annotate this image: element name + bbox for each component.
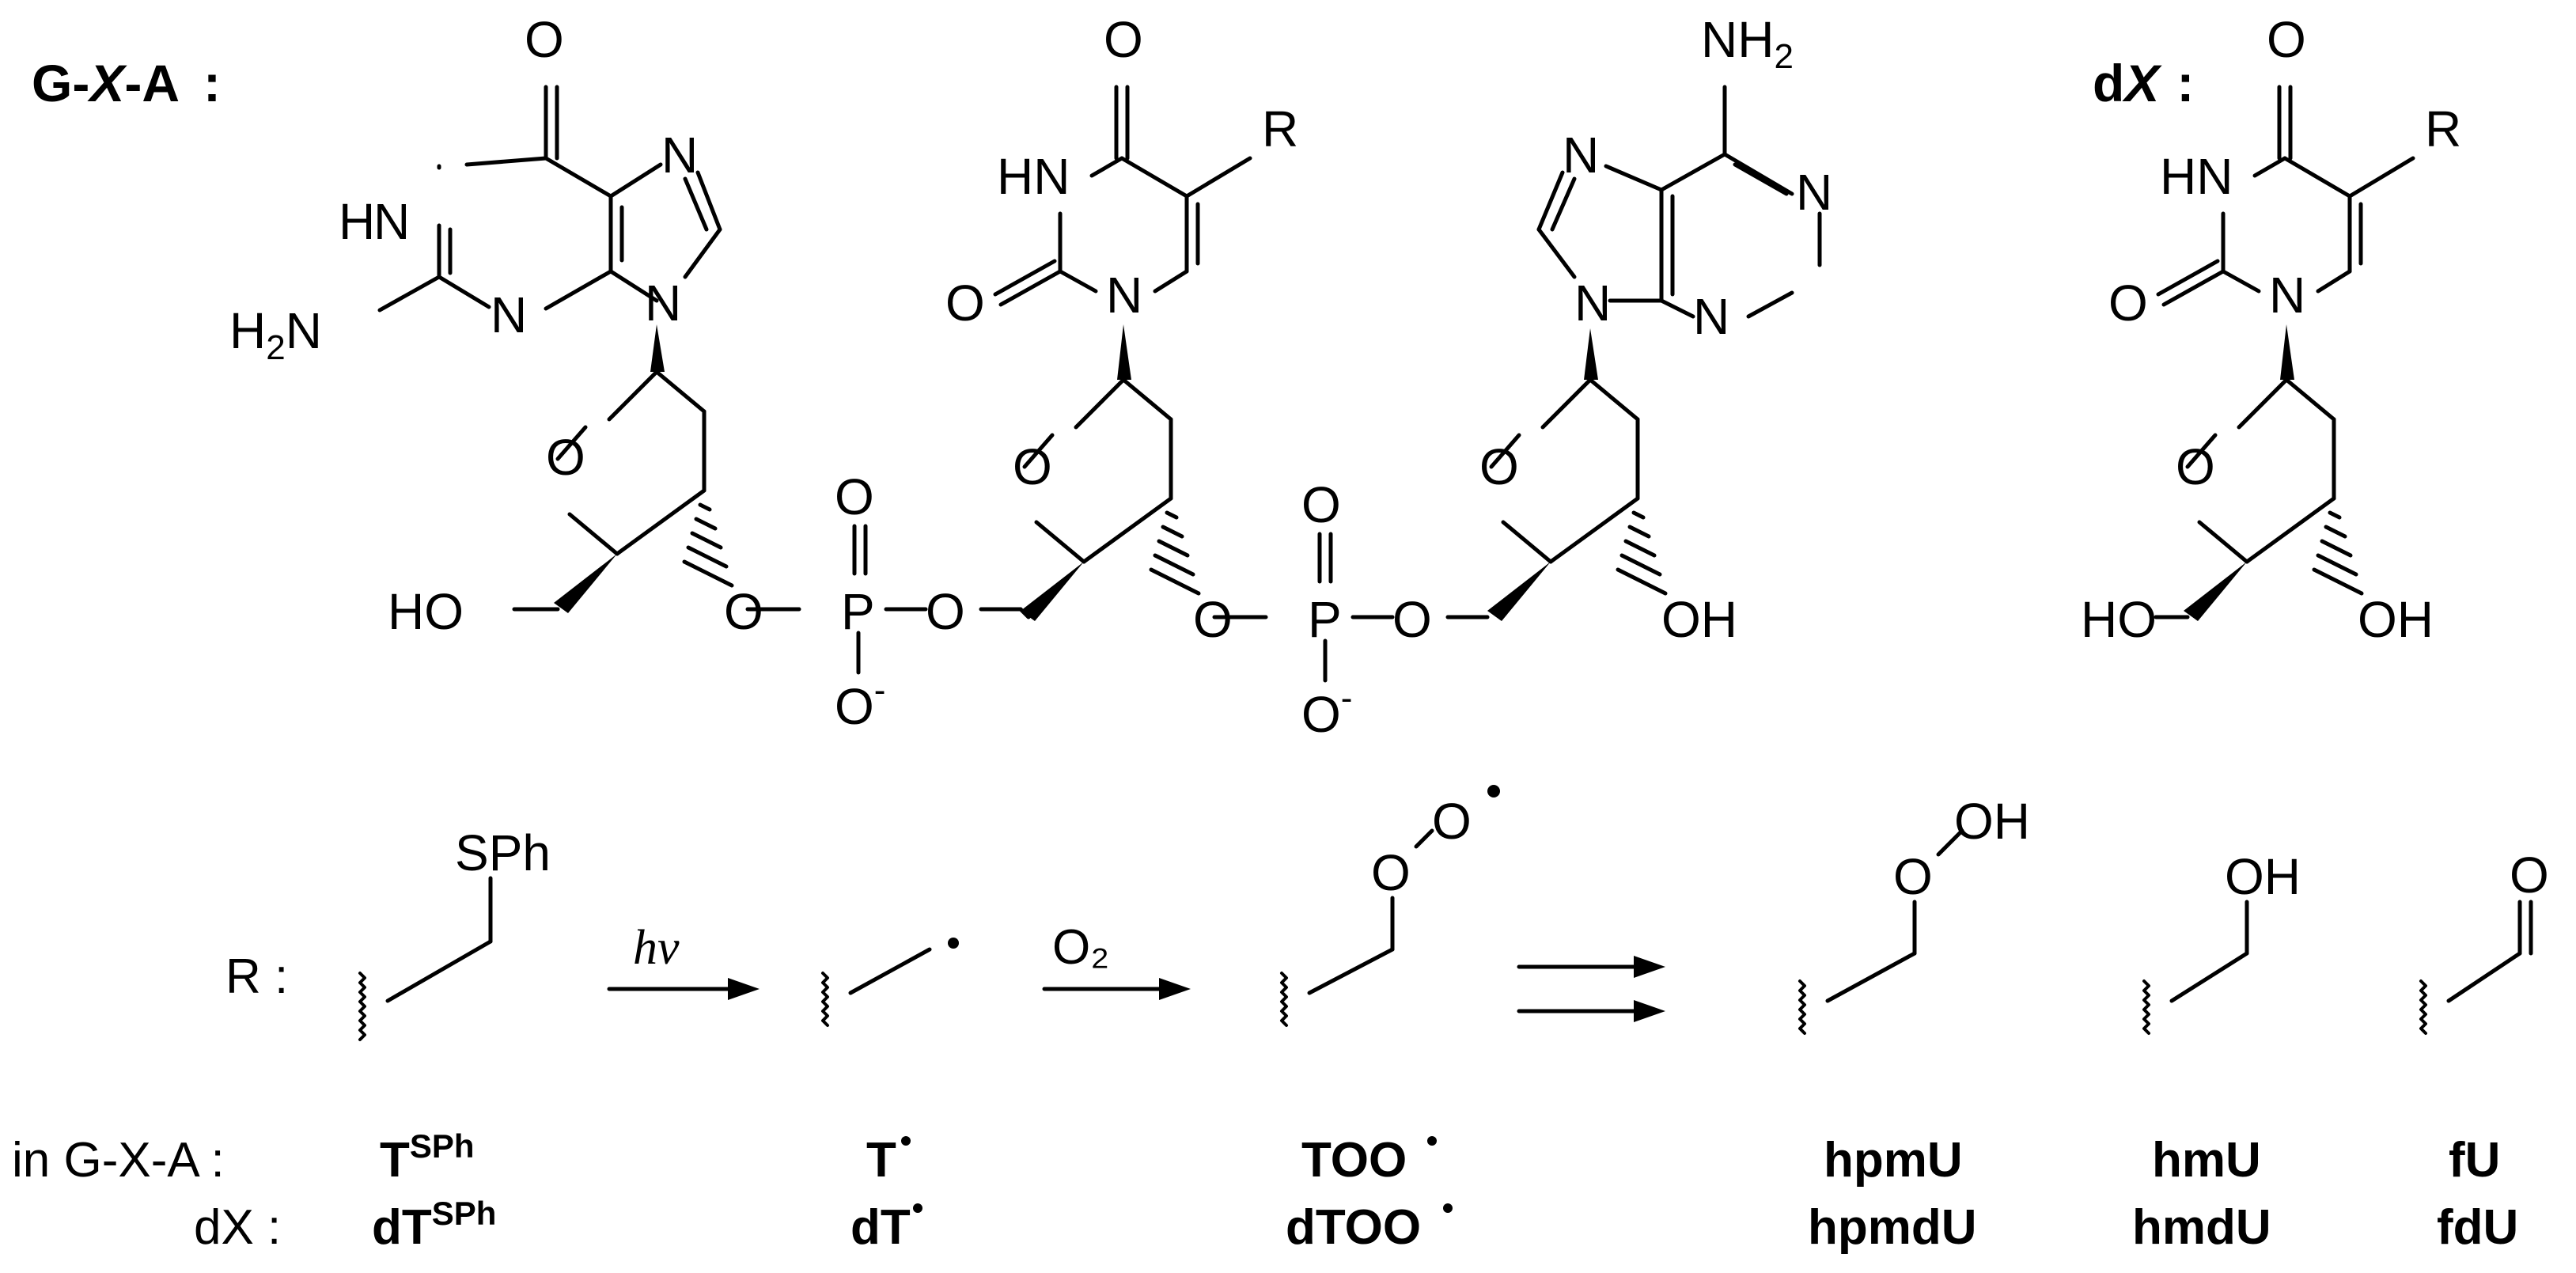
- compound-dtsph-sup: SPh: [432, 1195, 497, 1232]
- atom-o-c2-dx: O: [2108, 275, 2148, 332]
- compound-dtsph-base: dT: [372, 1200, 432, 1255]
- heading-gxa-colon: :: [203, 54, 221, 112]
- atom-h-label: H: [339, 193, 375, 250]
- modified-thymidine-unit: O HN R O N O O: [945, 11, 1298, 648]
- atom-o-c2: O: [945, 275, 985, 332]
- atom-ho: HO: [388, 583, 464, 640]
- atom-o-ring-a: O: [1479, 438, 1519, 495]
- fragment-too-radical: O O: [1280, 785, 1500, 1027]
- atom-o-ring: O: [546, 429, 585, 486]
- fragment-hpmu: O OH: [1798, 793, 2030, 1035]
- heading-gxa-a: -A: [124, 54, 180, 112]
- atom-oh-dx: OH: [2358, 591, 2434, 648]
- compound-tsph-base: T: [380, 1133, 410, 1188]
- heading-gxa: G-X-A:: [32, 54, 221, 112]
- heading-dx: dX:: [2093, 54, 2194, 112]
- atom-hn-t: HN: [997, 148, 1070, 205]
- atom-o-c4-dx: O: [2267, 11, 2306, 68]
- arrow-o2: O₂: [1042, 920, 1191, 1000]
- compound-dt-radical: dT: [850, 1200, 911, 1255]
- phosphate-2: O P O- O: [1301, 476, 1490, 743]
- atom-n7: N: [661, 127, 698, 184]
- atom-o-ring-t: O: [1013, 438, 1052, 495]
- compound-fdu: fdU: [2437, 1200, 2518, 1255]
- compound-hmdu: hmdU: [2132, 1200, 2271, 1255]
- atom-r-dx: R: [2425, 100, 2461, 157]
- atom-n1-dx: N: [2269, 267, 2305, 324]
- atom-p1-o5: O: [926, 583, 965, 640]
- compound-hpmdu: hpmdU: [1808, 1200, 1977, 1255]
- compound-fu: fU: [2449, 1133, 2500, 1188]
- compound-tsph-sup: SPh: [410, 1127, 475, 1165]
- heading-gxa-x: X: [86, 54, 127, 112]
- compound-t-radical: T: [866, 1133, 896, 1188]
- atom-ho-dx: HO: [2081, 591, 2157, 648]
- heading-dx-x: X: [2121, 54, 2162, 112]
- fragment-hmu: OH: [2142, 848, 2301, 1035]
- atom-o-too-2: O: [1432, 793, 1472, 850]
- heading-dx-colon: :: [2176, 54, 2194, 112]
- atom-o3: O: [724, 583, 763, 640]
- heading-dx-d: d: [2093, 54, 2124, 112]
- atom-oh-a: OH: [1661, 591, 1737, 648]
- atom-n1-t: N: [1106, 267, 1142, 324]
- atom-n3-a: N: [1693, 288, 1729, 345]
- compound-dtoo: dTOO: [1286, 1200, 1421, 1255]
- atom-n3: N: [491, 286, 527, 343]
- atom-nh2-a: NH2: [1701, 11, 1794, 76]
- guanosine-unit: O H N N N N H2N O HO O: [229, 11, 801, 640]
- atom-o-hpm-1: O: [1893, 848, 1933, 905]
- atom-sph: SPh: [455, 824, 551, 881]
- adenosine-unit: NH2 N N N N O OH: [1479, 11, 1832, 648]
- atom-o-f: O: [2510, 847, 2549, 904]
- atom-hn: H: [339, 193, 375, 250]
- compound-dtsph: dTSPh: [372, 1195, 496, 1255]
- phosphate-1: O P O- O: [835, 468, 1023, 735]
- multi-step-arrows: [1517, 956, 1665, 1022]
- fragment-t-radical: [821, 938, 959, 1027]
- heading-gxa-g: G-: [32, 54, 89, 112]
- fragment-tsph: SPh: [358, 824, 551, 1041]
- atom-o3-t: O: [1193, 591, 1233, 648]
- atom-o-too-1: O: [1371, 844, 1411, 901]
- reagent-o2: O₂: [1052, 920, 1109, 975]
- atom-n7-a: N: [1563, 127, 1599, 184]
- atom-o-ring-dx: O: [2176, 438, 2215, 495]
- atom-p1-ominus: O-: [835, 671, 885, 735]
- atom-oh-hm: OH: [2225, 848, 2301, 905]
- compound-tsph: TSPh: [380, 1127, 475, 1188]
- atom-p2-o: O: [1301, 476, 1341, 533]
- reagent-hv: hν: [633, 921, 680, 975]
- atom-p2: P: [1308, 591, 1342, 648]
- dx-nucleoside: O HN R O N O HO OH: [2081, 11, 2461, 648]
- r-label: R :: [225, 949, 288, 1004]
- atom-r-t: R: [1262, 100, 1298, 157]
- compound-hmu: hmU: [2152, 1133, 2261, 1188]
- atom-o-c4: O: [1104, 11, 1143, 68]
- fragment-fu: O: [2419, 847, 2549, 1035]
- row-label-dx: dX :: [194, 1200, 281, 1255]
- atom-n1: N: [373, 193, 410, 250]
- atom-p1: P: [841, 583, 875, 640]
- compound-hpmu: hpmU: [1824, 1133, 1963, 1188]
- atom-oh-hpm: OH: [1954, 793, 2030, 850]
- compound-too: TOO: [1301, 1133, 1407, 1188]
- arrow-hv: hν: [607, 921, 760, 1000]
- atom-p2-ominus: O-: [1301, 679, 1352, 743]
- atom-p1-o: O: [835, 468, 874, 525]
- atom-p2-o5: O: [1392, 591, 1432, 648]
- atom-o: O: [525, 11, 564, 68]
- row-label-gxa: in G-X-A :: [12, 1133, 225, 1188]
- atom-n9: N: [645, 275, 681, 332]
- atom-n1-a: N: [1796, 164, 1832, 221]
- atom-hn-dx: HN: [2160, 148, 2233, 205]
- atom-n9-a: N: [1574, 275, 1611, 332]
- atom-h2n: H2N: [229, 302, 322, 367]
